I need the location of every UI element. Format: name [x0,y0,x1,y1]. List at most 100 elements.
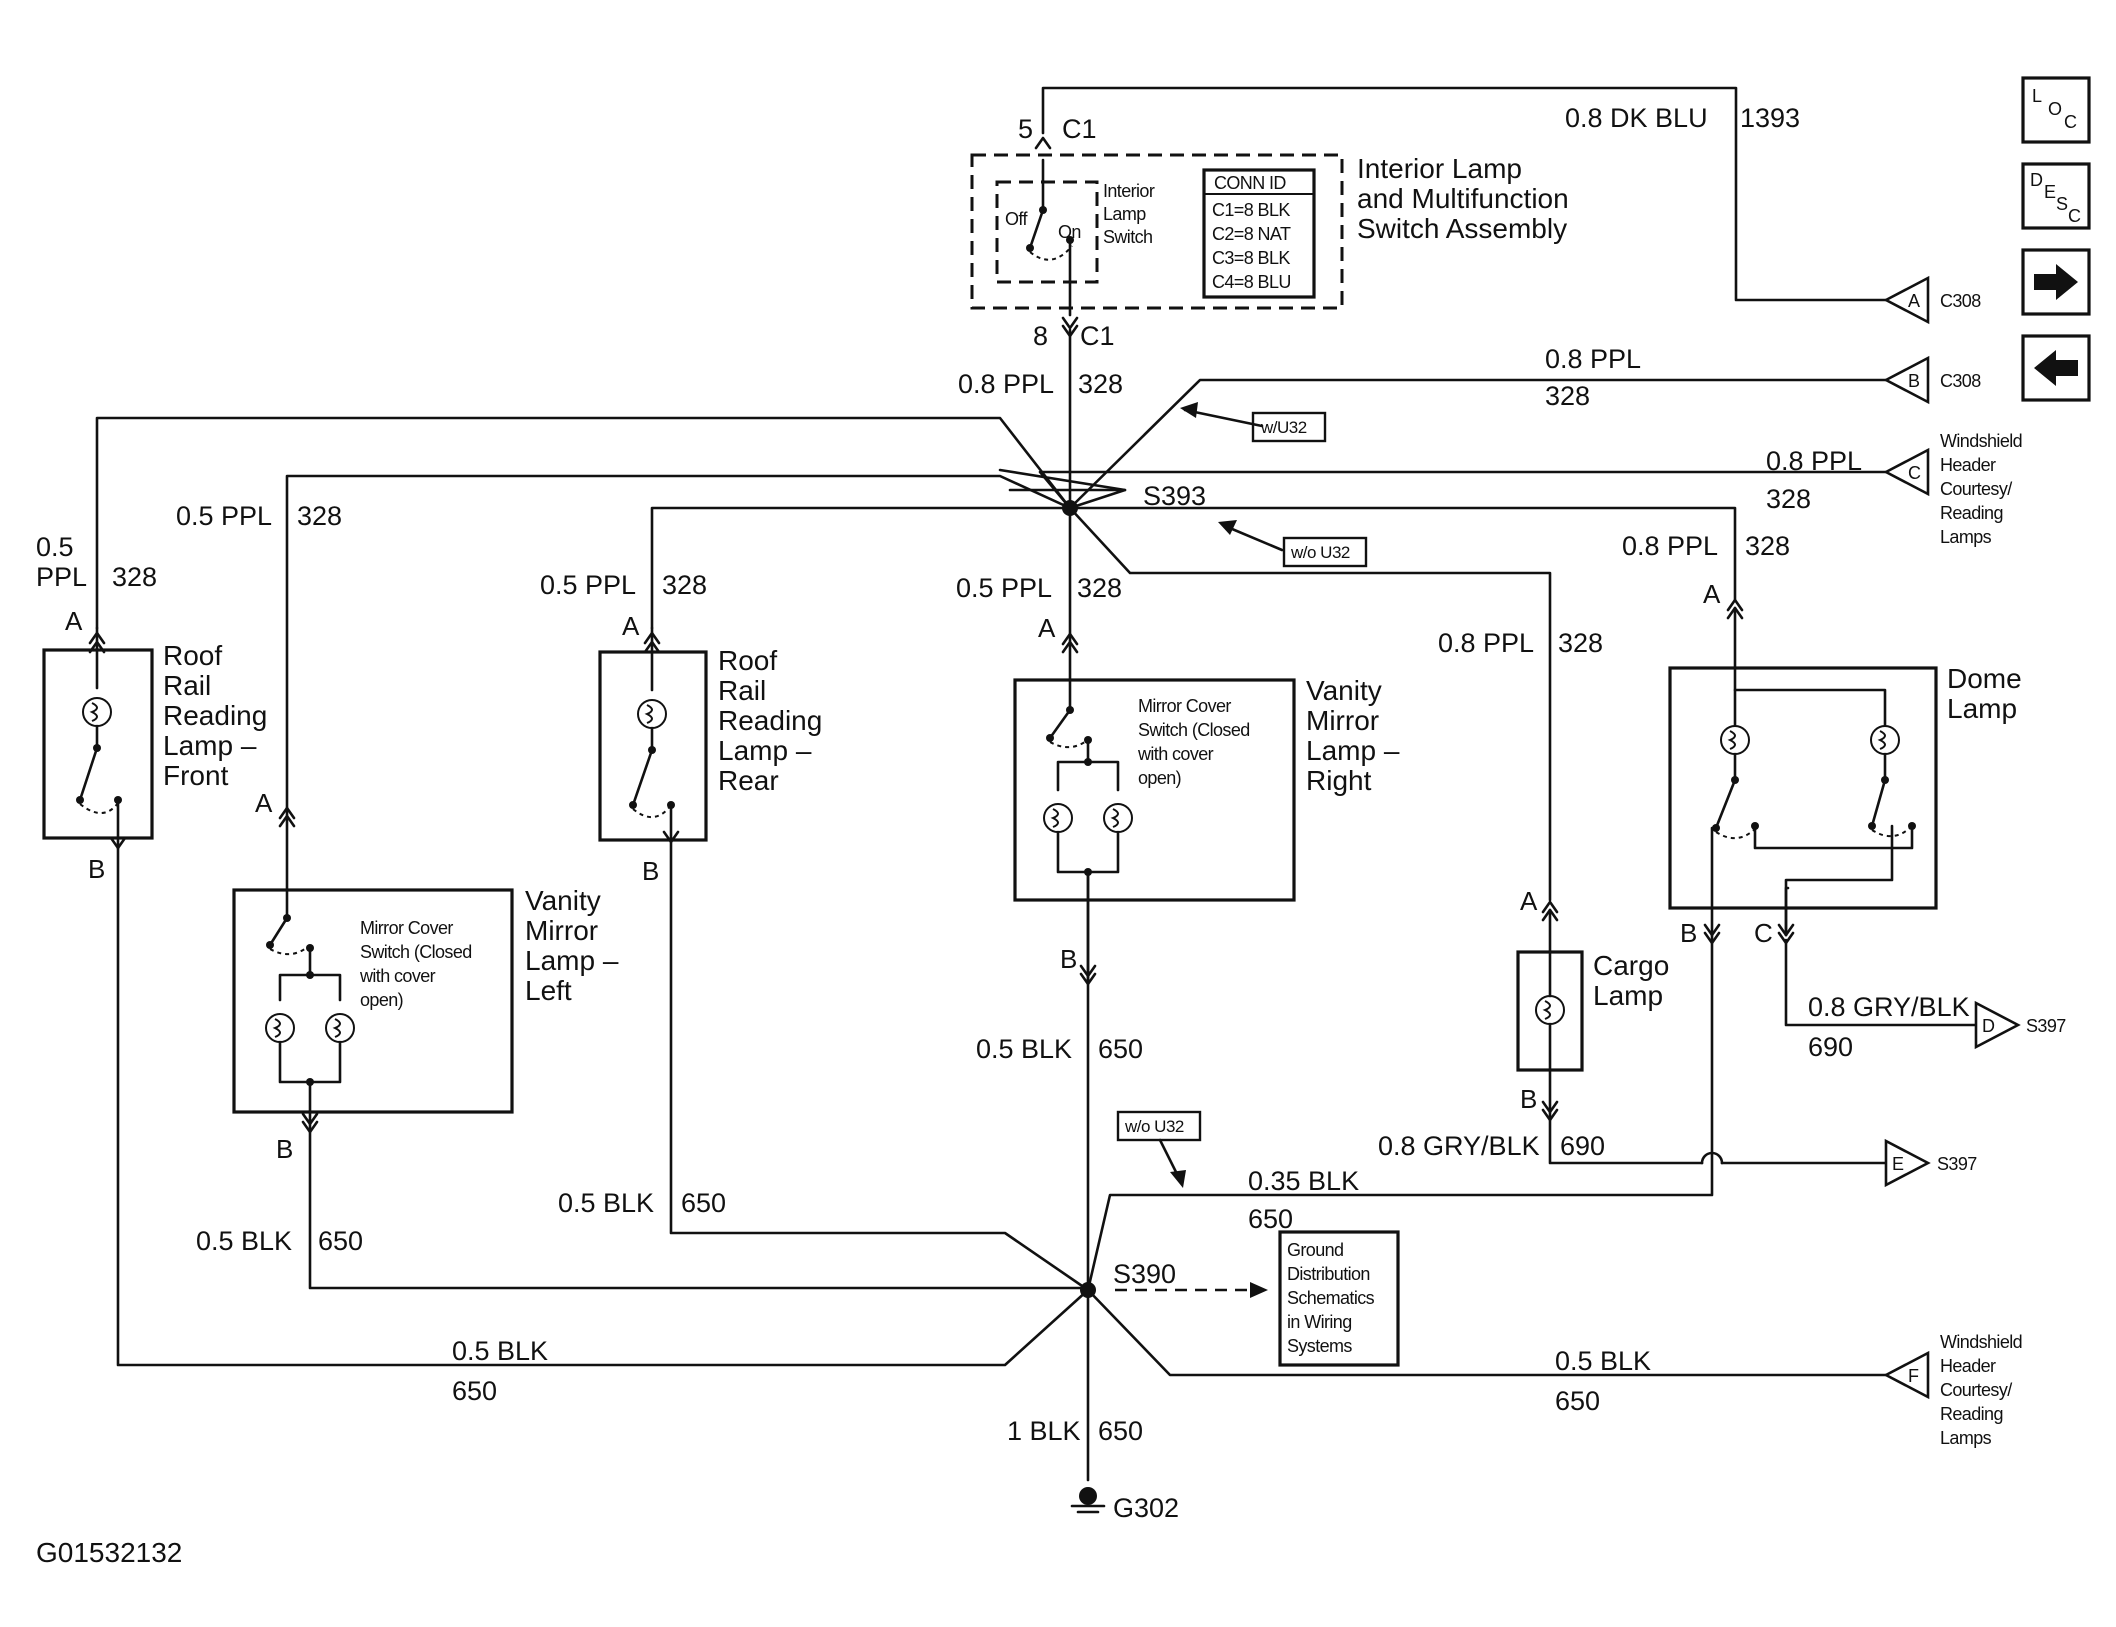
svg-text:Lamp –: Lamp – [718,735,812,766]
c1-top-pin: 5 [1018,114,1033,144]
switch-assembly-title-2: and Multifunction [1357,183,1569,214]
ground-ref-line-4: in Wiring [1287,1312,1352,1332]
svg-text:Vanity: Vanity [525,885,601,916]
vanity-l-blk-circuit: 650 [318,1226,363,1256]
front-pin-a: A [65,606,83,636]
svg-text:Lamps: Lamps [1940,527,1992,547]
option-arrows [1115,402,1284,1298]
svg-text:with cover: with cover [359,966,436,986]
dome-ppl-circuit: 328 [1745,531,1790,561]
cargo-ppl-gauge: 0.8 PPL [1438,628,1534,658]
main-ppl-circuit: 328 [1078,369,1123,399]
svg-text:O: O [2048,99,2062,119]
ws-f-blk-circuit: 650 [1555,1386,1600,1416]
desc-button[interactable]: D E S C [2021,162,2091,230]
tri-pin-c: C [1908,463,1921,483]
vanity-left-title: Vanity Mirror Lamp – Left [525,885,619,1006]
svg-text:Front: Front [163,760,229,791]
svg-text:Vanity: Vanity [1306,675,1382,706]
dome-lamp [1668,598,1938,945]
svg-text:S: S [2056,194,2068,214]
dome-title: Dome Lamp [1947,663,2022,724]
dome-ppl-gauge: 0.8 PPL [1622,531,1718,561]
svg-text:Windshield: Windshield [1940,1332,2022,1352]
ground-blk-circuit: 650 [1098,1416,1143,1446]
right-arrow-icon [2034,264,2078,300]
conn-id-c4: C4=8 BLU [1212,272,1291,292]
svg-text:Rear: Rear [718,765,779,796]
svg-text:Right: Right [1306,765,1372,796]
dome-blk-gauge: 0.35 BLK [1248,1166,1359,1196]
prev-arrow-button[interactable] [2021,334,2091,402]
tri-pin-b: B [1908,371,1920,391]
svg-text:Mirror: Mirror [525,915,598,946]
front-reading-lamp [42,626,154,850]
interior-switch-label-3: Switch [1103,227,1152,247]
c1-top-conn: C1 [1062,114,1097,144]
ground-symbol-icon [1070,1487,1106,1514]
cargo-ppl-circuit: 328 [1558,628,1603,658]
svg-text:L: L [2032,86,2042,106]
ws-c-gauge: 0.8 PPL [1766,446,1862,476]
conn-id-c1: C1=8 BLK [1212,200,1290,220]
c1-bot-conn: C1 [1080,321,1115,351]
svg-text:Dome: Dome [1947,663,2022,694]
svg-text:Lamp –: Lamp – [1306,735,1400,766]
front-lamp-title: Roof Rail Reading Lamp – Front [163,640,267,791]
vanity-left-switch-note: Mirror Cover Switch (Closed with cover o… [359,918,472,1010]
ground-ref-line-3: Schematics [1287,1288,1375,1308]
front-blk-gauge: 0.5 BLK [452,1336,548,1366]
tri-pin-d: D [1982,1016,1995,1036]
rear-blk-circuit: 650 [681,1188,726,1218]
splice-s393-dot [1062,500,1078,516]
switch-off-label: Off [1005,209,1028,229]
vanity-r-blk-circuit: 650 [1098,1034,1143,1064]
svg-text:Switch (Closed: Switch (Closed [360,942,472,962]
svg-text:D: D [2030,170,2043,190]
loc-button[interactable]: L O C [2021,76,2091,144]
svg-text:Roof: Roof [163,640,222,671]
c308-a-label: C308 [1940,291,1981,311]
svg-text:Courtesy/: Courtesy/ [1940,1380,2012,1400]
ws-c-circuit: 328 [1766,484,1811,514]
dome-gry-gauge: 0.8 GRY/BLK [1808,992,1970,1022]
svg-text:Mirror: Mirror [1306,705,1379,736]
option-without-u32-2: w/o U32 [1124,1117,1184,1136]
splice-s390-label: S390 [1113,1259,1176,1289]
cargo-pin-b: B [1520,1084,1537,1114]
pin-labels: A B A B A B A B A B A B C A B C D E F C3… [65,291,2067,1386]
ws-header-f-label: Windshield Header Courtesy/ Reading Lamp… [1940,1332,2023,1448]
switch-assembly-title-3: Switch Assembly [1357,213,1567,244]
svg-text:Reading: Reading [1940,503,2003,523]
front-pin-b: B [88,854,105,884]
rear-ppl-gauge: 0.5 PPL [540,570,636,600]
left-arrow-icon [2034,350,2078,386]
svg-text:Reading: Reading [718,705,822,736]
ground-ref-line-5: Systems [1287,1336,1352,1356]
next-arrow-button[interactable] [2021,248,2091,316]
dome-gry-circuit: 690 [1808,1032,1853,1062]
svg-text:Cargo: Cargo [1593,950,1669,981]
rear-pin-b: B [642,856,659,886]
c1-bot-pin: 8 [1033,321,1048,351]
svg-text:C: C [2068,206,2081,226]
svg-text:Lamp –: Lamp – [163,730,257,761]
interior-switch-label-2: Lamp [1103,204,1146,224]
connector-c-ws [1883,447,1930,497]
svg-text:Lamp –: Lamp – [525,945,619,976]
svg-text:Mirror Cover: Mirror Cover [360,918,453,938]
svg-text:Roof: Roof [718,645,777,676]
svg-text:Windshield: Windshield [1940,431,2022,451]
switch-assembly-title-1: Interior Lamp [1357,153,1522,184]
vanity-right-switch-note: Mirror Cover Switch (Closed with cover o… [1137,696,1250,788]
tri-pin-f: F [1908,1366,1919,1386]
front-ppl-gauge-2: PPL [36,562,87,592]
vanity-r-blk-gauge: 0.5 BLK [976,1034,1072,1064]
cargo-pin-a: A [1520,886,1538,916]
svg-text:Courtesy/: Courtesy/ [1940,479,2012,499]
wire-labels: 0.8 DK BLU 1393 5 C1 8 C1 0.8 PPL 328 0.… [36,103,1970,1446]
b308-circuit: 328 [1545,381,1590,411]
svg-text:E: E [2044,182,2056,202]
conn-id-c3: C3=8 BLK [1212,248,1290,268]
